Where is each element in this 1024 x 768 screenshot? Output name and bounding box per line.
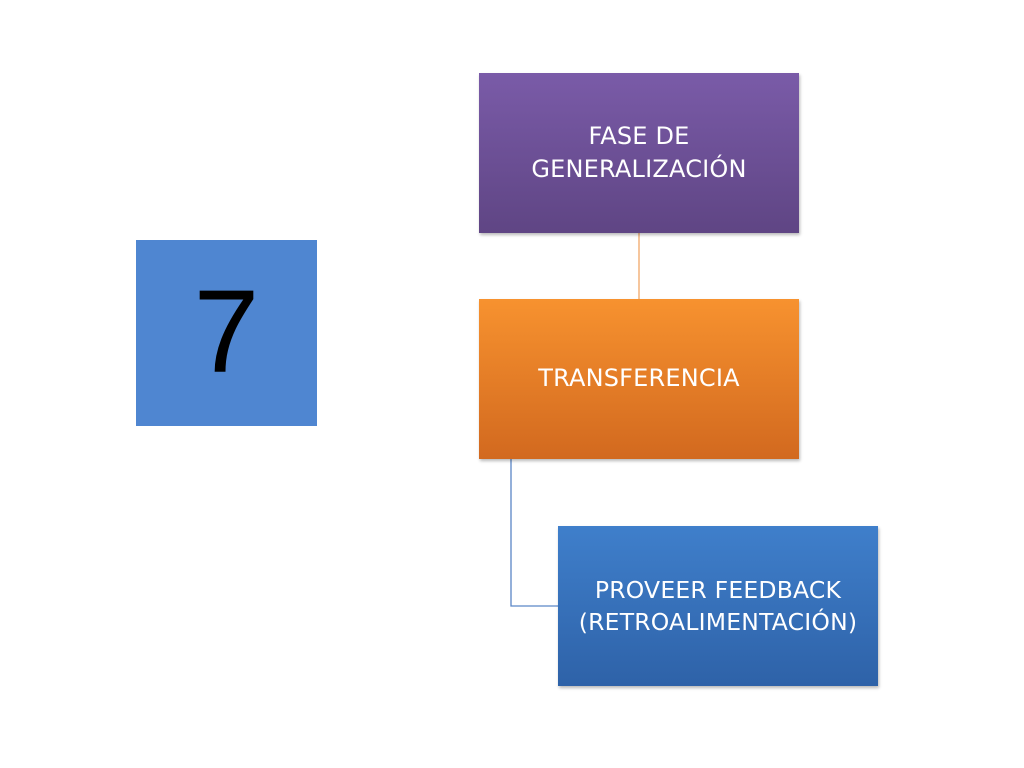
node-top-line-2: GENERALIZACIÓN [531, 155, 747, 183]
connector-middle-to-bottom [510, 459, 558, 607]
slide-number: 7 [193, 266, 260, 398]
node-proveer-feedback: PROVEER FEEDBACK (RETROALIMENTACIÓN) [558, 526, 878, 686]
node-top-label: FASE DE GENERALIZACIÓN [531, 120, 746, 186]
node-bottom-label: PROVEER FEEDBACK (RETROALIMENTACIÓN) [579, 574, 858, 639]
node-top-line-1: FASE DE [588, 121, 690, 150]
node-fase-de-generalizacion: FASE DE GENERALIZACIÓN [479, 73, 799, 233]
node-bottom-line-1: PROVEER FEEDBACK [594, 575, 842, 604]
node-transferencia: TRANSFERENCIA [479, 299, 799, 459]
node-middle-label: TRANSFERENCIA [538, 362, 740, 395]
node-middle-line-1: TRANSFERENCIA [538, 364, 740, 393]
node-bottom-line-2: (RETROALIMENTACIÓN) [578, 608, 858, 636]
slide-number-box: 7 [136, 240, 317, 426]
